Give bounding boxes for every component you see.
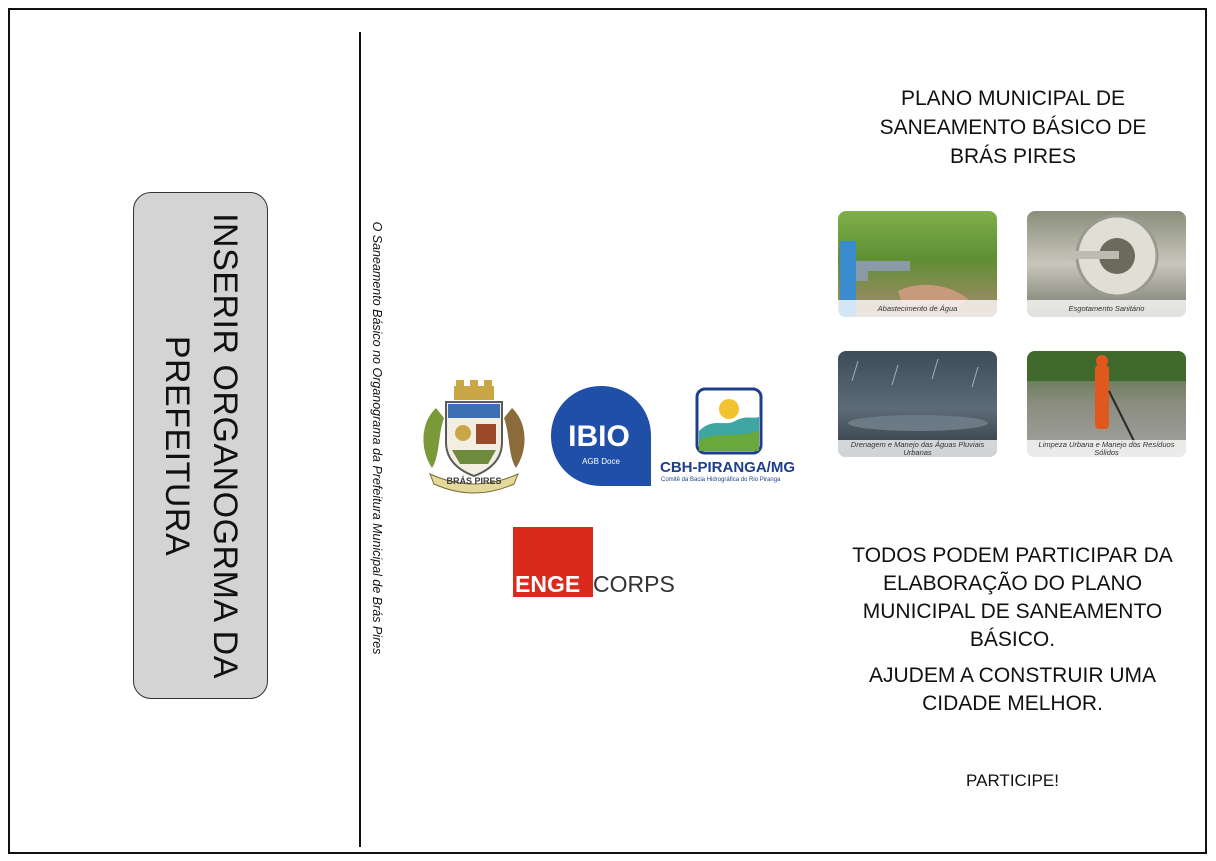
bras-pires-banner-text: BRÁS PIRES <box>446 476 501 486</box>
participation-message: TODOS PODEM PARTICIPAR DA ELABORAÇÃO DO … <box>845 542 1180 718</box>
photo-urban-cleaning: Limpeza Urbana e Manejo dos Resíduos Sól… <box>1027 351 1186 457</box>
ibio-sub-text: AGB Doce <box>582 457 620 466</box>
cbh-piranga-subtitle: Comitê da Bacia Hidrográfica do Rio Pira… <box>661 477 781 483</box>
ibio-main-text: IBIO <box>568 420 630 453</box>
page-frame <box>8 8 1207 854</box>
org-chart-placeholder: INSERIR ORGANOGRMA DA PREFEITURA <box>133 192 268 699</box>
vertical-caption-text: O Saneamento Básico no Organograma da Pr… <box>370 221 384 655</box>
ibio-logo: IBIO AGB Doce <box>551 386 651 486</box>
rain-illustration <box>848 358 988 431</box>
call-to-action: PARTICIPE! <box>966 771 1059 790</box>
engecorps-logo-block <box>513 527 593 597</box>
treatment-tank-illustration <box>1067 214 1159 298</box>
cbh-piranga-name: CBH-PIRANGA/MG <box>660 459 795 476</box>
plan-title: PLANO MUNICIPAL DE SANEAMENTO BÁSICO DE … <box>879 87 1147 168</box>
message-line-1: TODOS PODEM PARTICIPAR DA ELABORAÇÃO DO … <box>852 544 1173 651</box>
photo-sewage: Esgotamento Sanitário <box>1027 211 1186 317</box>
photo-caption: Esgotamento Sanitário <box>1027 300 1186 317</box>
street-sweeper-illustration <box>1027 351 1186 448</box>
bras-pires-coat-of-arms-logo: BRÁS PIRES <box>423 380 525 494</box>
photo-caption: Drenagem e Manejo das Águas Pluviais Urb… <box>838 440 997 457</box>
message-line-2: AJUDEM A CONSTRUIR UMA CIDADE MELHOR. <box>868 664 1157 715</box>
engecorps-enge-text: ENGE <box>515 571 581 597</box>
photo-caption: Limpeza Urbana e Manejo dos Resíduos Sól… <box>1027 440 1186 457</box>
photo-drainage: Drenagem e Manejo das Águas Pluviais Urb… <box>838 351 997 457</box>
photo-caption: Abastecimento de Água <box>838 300 997 317</box>
vertical-caption: O Saneamento Básico no Organograma da Pr… <box>370 178 384 698</box>
fold-divider <box>359 32 361 847</box>
photo-water-supply: Abastecimento de Água <box>838 211 997 317</box>
placeholder-text: INSERIR ORGANOGRMA DA PREFEITURA <box>157 212 244 679</box>
engecorps-corps-text: CORPS <box>593 571 675 597</box>
cbh-piranga-logo-icon <box>695 387 763 455</box>
